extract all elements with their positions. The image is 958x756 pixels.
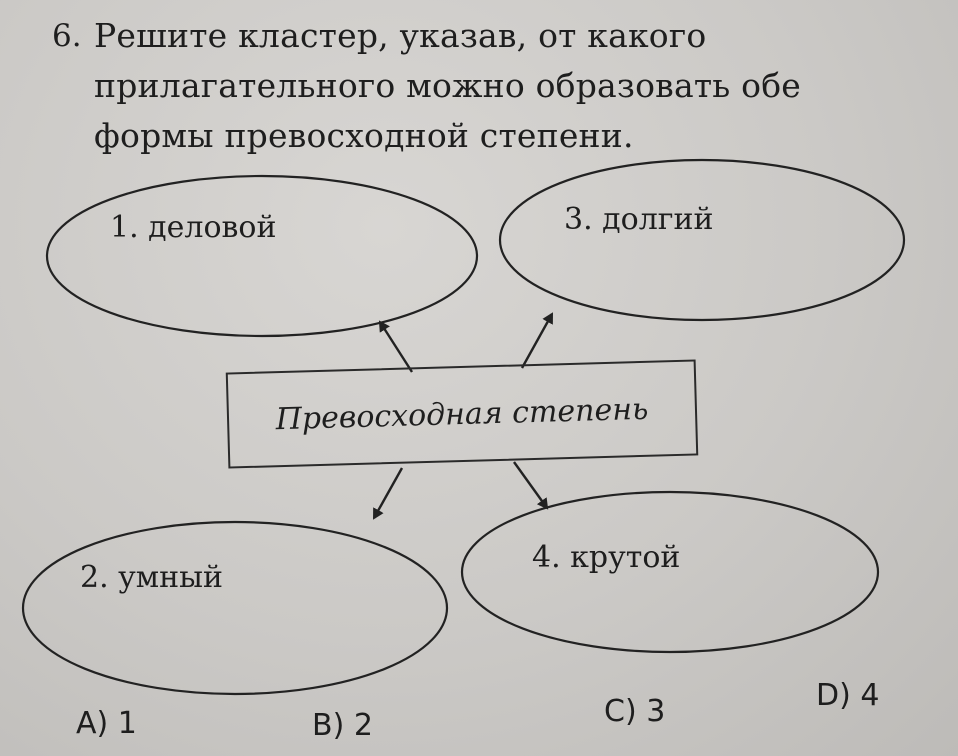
cluster-ellipse-2 (21, 520, 449, 696)
cluster-ellipse-4 (460, 490, 880, 654)
option-label-2: 2. умный (80, 560, 224, 595)
arrow-to-option-3 (520, 312, 554, 369)
center-box-label: Превосходная степень (275, 391, 649, 437)
question-text-line-2: прилагательного можно образовать обе (94, 66, 802, 105)
option-label-1: 1. деловой (110, 210, 277, 245)
answer-option-a[interactable]: A) 1 (76, 706, 137, 741)
question-text-line-3: формы превосходной степени. (94, 116, 634, 155)
arrow-to-option-1 (378, 320, 414, 373)
answer-option-c[interactable]: C) 3 (604, 694, 666, 729)
answer-option-b[interactable]: B) 2 (312, 708, 373, 743)
cluster-ellipse-1 (45, 174, 479, 338)
answer-option-d[interactable]: D) 4 (816, 678, 880, 713)
question-text-line-1: Решите кластер, указав, от какого (94, 16, 707, 55)
option-label-3: 3. долгий (564, 202, 714, 237)
option-label-4: 4. крутой (532, 540, 681, 575)
cluster-ellipse-3 (498, 158, 906, 322)
arrow-to-option-4 (513, 461, 549, 510)
question-number: 6. (52, 18, 82, 54)
arrow-to-option-2 (372, 467, 404, 520)
center-box: Превосходная степень (225, 359, 699, 469)
